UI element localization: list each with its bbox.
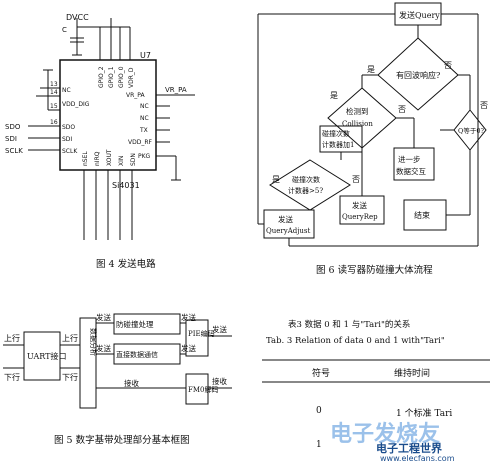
sdi-label: SDI bbox=[5, 135, 17, 143]
fig4-caption: 图 4 发送电路 bbox=[96, 259, 156, 270]
label-yes-2: 是 bbox=[330, 91, 338, 100]
down-mid: 下行 bbox=[62, 372, 78, 382]
recv-2: 接收 bbox=[212, 376, 227, 386]
node-cmp-b: 计数器>5? bbox=[288, 186, 323, 195]
node-end: 结束 bbox=[414, 210, 430, 220]
left-pin-0: NC bbox=[62, 87, 71, 94]
top-pin-1: GPIO_1 bbox=[108, 66, 115, 88]
sdo-label: SDO bbox=[5, 123, 21, 131]
node-further-b: 数据交互 bbox=[396, 166, 426, 176]
node-further-a: 进一步 bbox=[398, 155, 421, 164]
chip-model: Si4031 bbox=[112, 181, 140, 190]
fig6-texts: 发送Query 有回波响应? 检测到 Collision 碰撞次数 计数器加1 … bbox=[266, 10, 488, 235]
node-counter-b: 计数器加1 bbox=[322, 140, 354, 149]
send-1: 发送 bbox=[96, 312, 111, 322]
bottom-pin-3: XIN bbox=[118, 156, 125, 166]
dvcc-label: DVCC bbox=[66, 13, 89, 22]
table3-title-en: Tab. 3 Relation of data 0 and 1 with"Tar… bbox=[266, 336, 445, 346]
direct-label: 直接数据通信 bbox=[116, 350, 158, 359]
right-pin-0: VR_PA bbox=[126, 92, 146, 99]
node-adjust-a: 发送 bbox=[278, 214, 293, 224]
label-no-1: 否 bbox=[444, 61, 452, 70]
table3-title-cn: 表3 数据 0 和 1 与"Tari"的关系 bbox=[288, 320, 411, 330]
top-pin-0: GPIO_2 bbox=[98, 66, 105, 88]
fig4-texts: DVCC C U7 Si4031 VR_PA SDO SDI SCLK 13 1… bbox=[5, 13, 187, 190]
table3-header-time: 维持时间 bbox=[394, 369, 431, 379]
label-no-2: 否 bbox=[398, 105, 406, 114]
left-pin-2: SDO bbox=[62, 124, 75, 131]
pin-14: 14 bbox=[50, 89, 58, 96]
up-mid: 上行 bbox=[62, 333, 78, 343]
node-cmp-a: 碰撞次数 bbox=[292, 175, 320, 184]
anticoll-label: 防碰撞处理 bbox=[116, 319, 154, 329]
right-pin-2: NC bbox=[140, 115, 149, 122]
left-pin-3: SDI bbox=[62, 136, 72, 143]
table3-header-symbol: 符号 bbox=[312, 369, 331, 379]
fig6-caption: 图 6 读写器防碰撞大体流程 bbox=[316, 265, 433, 276]
fig6-flowchart bbox=[257, 2, 487, 247]
send-2: 发送 bbox=[96, 343, 111, 353]
node-echo: 有回波响应? bbox=[396, 70, 440, 80]
node-collision: Collision bbox=[342, 120, 373, 128]
top-pin-3: VDR_D bbox=[128, 67, 135, 88]
fig5-caption: 图 5 数字基带处理部分基本框图 bbox=[54, 435, 190, 446]
node-detect: 检测到 bbox=[346, 106, 369, 116]
right-pin-1: NC bbox=[140, 103, 149, 110]
pin-13: 13 bbox=[50, 81, 58, 88]
pin-16: 16 bbox=[50, 119, 58, 126]
watermark-url: www.elecfans.com bbox=[380, 454, 455, 463]
bottom-pin-4: SDN bbox=[130, 153, 137, 166]
sclk-label: SCLK bbox=[5, 147, 23, 155]
node-rep-a: 发送 bbox=[352, 200, 367, 210]
fig4-circuit bbox=[28, 18, 195, 240]
unpack-label: 数据分析 bbox=[89, 328, 98, 356]
chip-label: U7 bbox=[140, 51, 151, 60]
label-yes-3: 是 bbox=[272, 175, 280, 184]
top-pin-2: GPIO_0 bbox=[118, 66, 125, 88]
left-pin-4: SCLK bbox=[62, 148, 78, 155]
down-left: 下行 bbox=[4, 372, 20, 382]
fig5-texts: UART接口 上行 下行 上行 下行 发送 发送 发送 发送 发送 接收 接收 … bbox=[4, 312, 227, 394]
label-yes-1: 是 bbox=[367, 65, 375, 74]
label-no-4: 否 bbox=[480, 101, 488, 110]
table3-row1-symbol: 1 bbox=[316, 440, 322, 450]
table3-row0-symbol: 0 bbox=[316, 406, 322, 416]
pin-15: 15 bbox=[50, 103, 58, 110]
watermark-main: 电子发烧友 bbox=[330, 422, 441, 447]
right-pin-3: TX bbox=[139, 127, 148, 134]
right-pin-4: VDD_RF bbox=[128, 139, 153, 146]
watermark-brand: 电子工程世界 bbox=[376, 442, 442, 455]
node-wait: Q等于0? bbox=[458, 126, 484, 135]
fig5-block-diagram bbox=[3, 313, 232, 409]
bottom-pin-0: nSEL bbox=[82, 151, 89, 166]
left-pin-1: VDD_DIG bbox=[62, 101, 90, 108]
vr-pa-label: VR_PA bbox=[165, 86, 187, 94]
node-adjust-b: QueryAdjust bbox=[266, 227, 310, 235]
right-pin-5: PKG bbox=[138, 153, 151, 160]
label-no-3: 否 bbox=[352, 175, 360, 184]
send-3: 发送 bbox=[181, 312, 196, 322]
uart-label: UART接口 bbox=[27, 351, 67, 361]
up-left: 上行 bbox=[4, 333, 20, 343]
table3-row0-time: 1 个标准 Tari bbox=[396, 409, 453, 419]
fm0-label: FM0解码 bbox=[188, 385, 218, 394]
cap-label: C bbox=[62, 26, 67, 34]
node-rep-b: QueryRep bbox=[342, 213, 378, 221]
bottom-pin-2: XOUT bbox=[106, 149, 113, 166]
send-4: 发送 bbox=[181, 343, 196, 353]
table3-lines bbox=[262, 359, 490, 383]
recv-1: 接收 bbox=[124, 378, 139, 388]
pie-label: PIE编码 bbox=[188, 329, 215, 338]
node-counter-a: 碰撞次数 bbox=[322, 129, 350, 138]
node-send-query: 发送Query bbox=[399, 10, 440, 20]
bottom-pin-1: nIRQ bbox=[94, 151, 101, 166]
send-5: 发送 bbox=[212, 324, 227, 334]
